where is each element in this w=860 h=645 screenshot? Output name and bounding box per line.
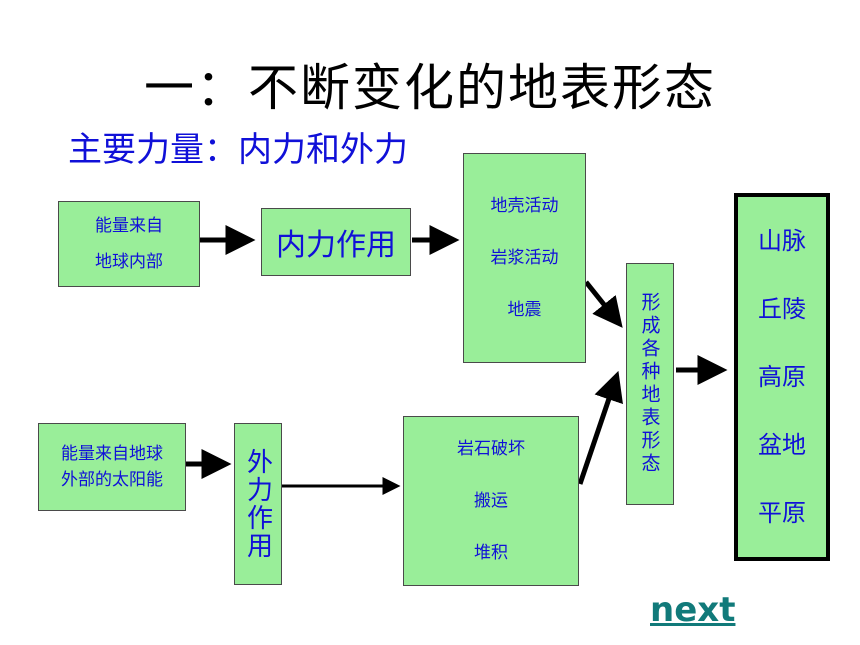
landform-plain: 平原 [758, 499, 806, 527]
process-magma-activity: 岩浆活动 [490, 248, 559, 268]
process-deposition: 堆积 [474, 543, 508, 563]
forming-label: 形成各种地表形态 [638, 292, 661, 476]
forming-landforms-box: 形成各种地表形态 [626, 263, 674, 505]
process-earthquake: 地震 [507, 300, 542, 320]
external-source-line-2: 外部的太阳能 [61, 470, 163, 490]
internal-source-line-2: 地球内部 [95, 252, 163, 272]
landform-basin: 盆地 [758, 431, 806, 459]
external-force-box: 外力作用 [234, 423, 282, 585]
internal-energy-source-box: 能量来自 地球内部 [58, 201, 200, 287]
process-rock-breakdown: 岩石破坏 [457, 439, 525, 459]
next-link[interactable]: next [650, 590, 736, 630]
internal-source-line-1: 能量来自 [95, 216, 163, 236]
landform-mountains: 山脉 [758, 227, 806, 255]
subtitle: 主要力量：内力和外力 [68, 130, 408, 170]
internal-processes-box: 地壳活动 岩浆活动 地震 [463, 153, 586, 363]
external-force-label: 外力作用 [242, 448, 273, 560]
external-energy-source-box: 能量来自地球 外部的太阳能 [38, 423, 186, 511]
arrow-internal-processes-to-forming [584, 280, 623, 328]
landform-plateau: 高原 [758, 363, 806, 391]
page-title: 一：不断变化的地表形态 [144, 59, 716, 117]
process-transport: 搬运 [474, 491, 508, 511]
external-source-line-1: 能量来自地球 [61, 444, 163, 464]
process-crust-movement: 地壳活动 [490, 196, 559, 216]
internal-force-label: 内力作用 [276, 228, 396, 263]
arrow-external-processes-to-forming [577, 370, 623, 485]
landform-hills: 丘陵 [758, 295, 806, 323]
external-processes-box: 岩石破坏 搬运 堆积 [403, 416, 579, 586]
internal-force-box: 内力作用 [261, 208, 411, 276]
landforms-result-box: 山脉 丘陵 高原 盆地 平原 [734, 193, 830, 561]
